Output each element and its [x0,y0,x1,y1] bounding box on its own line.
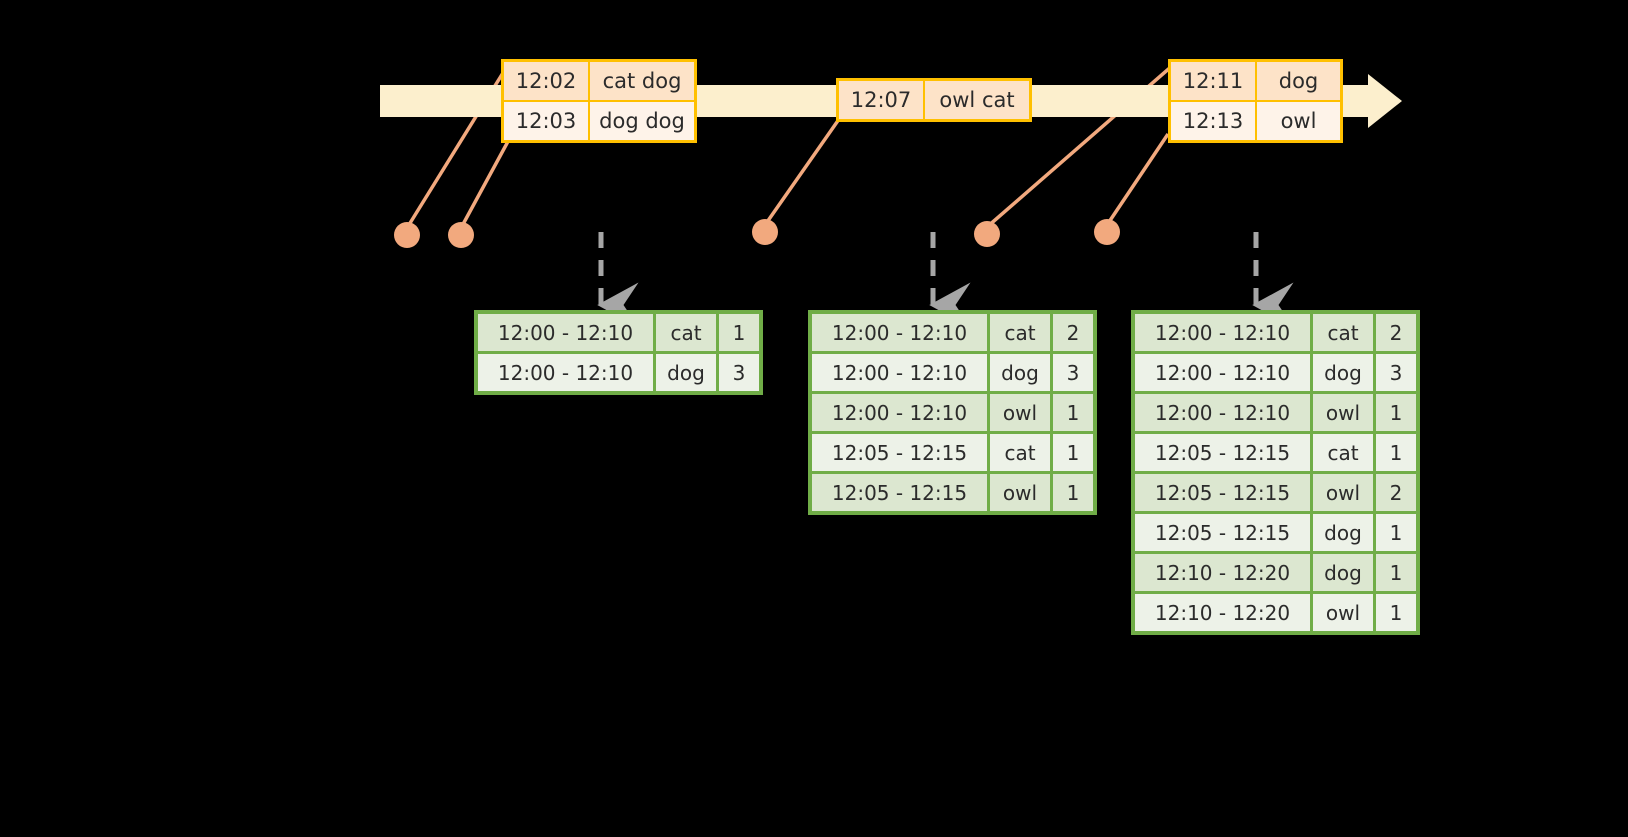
connector-3 [763,110,846,227]
count-cell: 1 [1053,394,1093,431]
event-timestamp: 12:03 [504,102,588,140]
event-timestamp: 12:11 [1171,62,1255,100]
key-cell: owl [1313,394,1373,431]
key-cell: cat [990,314,1050,351]
count-cell: 1 [1376,394,1416,431]
window-cell: 12:00 - 12:10 [1135,394,1310,431]
event-value: dog dog [590,102,694,140]
window-cell: 12:05 - 12:15 [812,434,987,471]
key-cell: cat [656,314,716,351]
key-cell: cat [1313,434,1373,471]
count-cell: 2 [1376,474,1416,511]
window-cell: 12:05 - 12:15 [1135,434,1310,471]
event-value: owl cat [925,81,1029,119]
event-dot-2 [448,222,474,248]
window-cell: 12:10 - 12:20 [1135,594,1310,631]
event-dot-1 [394,222,420,248]
event-timestamp: 12:07 [839,81,923,119]
timeline-arrowhead [1368,74,1402,128]
count-cell: 1 [1376,514,1416,551]
window-cell: 12:00 - 12:10 [812,354,987,391]
event-dot-4 [974,221,1000,247]
window-cell: 12:00 - 12:10 [1135,354,1310,391]
connector-2 [459,133,514,229]
event-value: owl [1257,102,1340,140]
count-cell: 3 [1053,354,1093,391]
count-cell: 1 [1376,434,1416,471]
key-cell: cat [990,434,1050,471]
window-cell: 12:10 - 12:20 [1135,554,1310,591]
window-cell: 12:00 - 12:10 [478,354,653,391]
count-cell: 3 [719,354,759,391]
count-cell: 1 [1376,594,1416,631]
event-timestamp: 12:02 [504,62,588,100]
count-cell: 1 [719,314,759,351]
key-cell: owl [1313,594,1373,631]
key-cell: dog [1313,354,1373,391]
count-cell: 1 [1376,554,1416,591]
event-timestamp: 12:13 [1171,102,1255,140]
event-dot-3 [752,219,778,245]
key-cell: cat [1313,314,1373,351]
key-cell: dog [1313,554,1373,591]
count-cell: 2 [1053,314,1093,351]
window-cell: 12:00 - 12:10 [812,394,987,431]
key-cell: dog [656,354,716,391]
event-value: dog [1257,62,1340,100]
count-cell: 3 [1376,354,1416,391]
emit-arrows [597,232,1294,328]
key-cell: owl [1313,474,1373,511]
count-cell: 1 [1053,434,1093,471]
key-cell: owl [990,394,1050,431]
window-cell: 12:05 - 12:15 [1135,474,1310,511]
event-dot-5 [1094,219,1120,245]
key-cell: owl [990,474,1050,511]
window-cell: 12:05 - 12:15 [1135,514,1310,551]
window-cell: 12:00 - 12:10 [1135,314,1310,351]
count-cell: 1 [1053,474,1093,511]
key-cell: dog [1313,514,1373,551]
window-cell: 12:00 - 12:10 [478,314,653,351]
key-cell: dog [990,354,1050,391]
connector-5 [1105,133,1170,226]
count-cell: 2 [1376,314,1416,351]
window-cell: 12:05 - 12:15 [812,474,987,511]
event-value: cat dog [590,62,694,100]
window-cell: 12:00 - 12:10 [812,314,987,351]
